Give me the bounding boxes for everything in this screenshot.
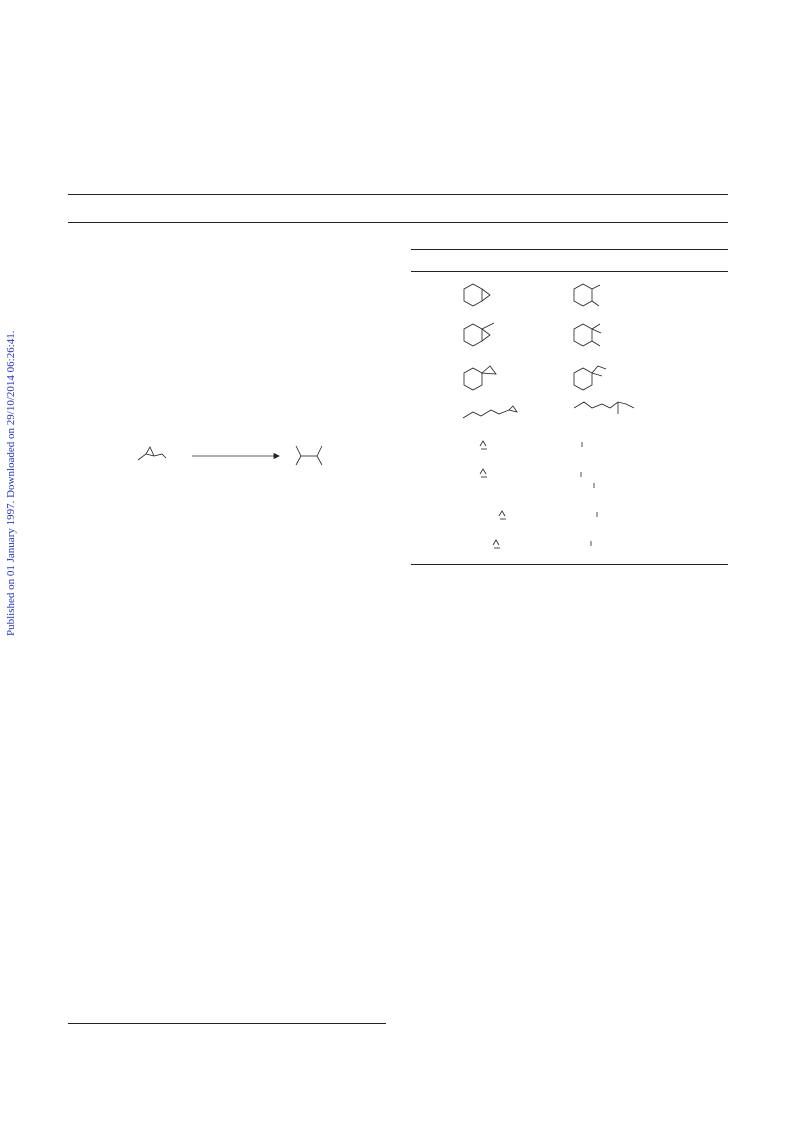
bicyclic-cyclohexane-icon [463,283,491,307]
methylcyclohexane-icon [573,283,601,307]
reaction-arrow-icon [192,452,280,460]
dimethylcyclohexane-icon [573,323,602,347]
small-cyclopropane-icon [492,539,500,549]
publication-note: Published on 01 January 1997. Downloaded… [5,330,17,636]
table-rule-mid [411,271,728,272]
footnote-rule [68,1023,386,1024]
reactant-structure-icon [137,446,167,461]
small-cyclopropane-icon [498,510,506,520]
small-fragment-icon [590,541,592,546]
small-fragment-icon [596,512,598,517]
small-cyclopropane-icon [479,468,487,478]
spiro-cyclopropane-icon [463,365,497,391]
header-rule-bottom [68,222,728,223]
table-rule-top [411,249,728,250]
alkyl-cyclopropane-icon [462,405,518,419]
methyl-bicyclic-icon [463,322,495,347]
product-structure-icon [295,445,323,466]
small-cyclopropane-icon [479,440,487,450]
small-fragment-icon [581,442,583,447]
table-rule-bottom [411,564,728,565]
branched-alkane-icon [573,401,635,414]
header-rule-top [68,194,728,195]
ethyl-methylcyclohexane-icon [573,365,607,391]
small-fragment-icon [580,472,595,488]
